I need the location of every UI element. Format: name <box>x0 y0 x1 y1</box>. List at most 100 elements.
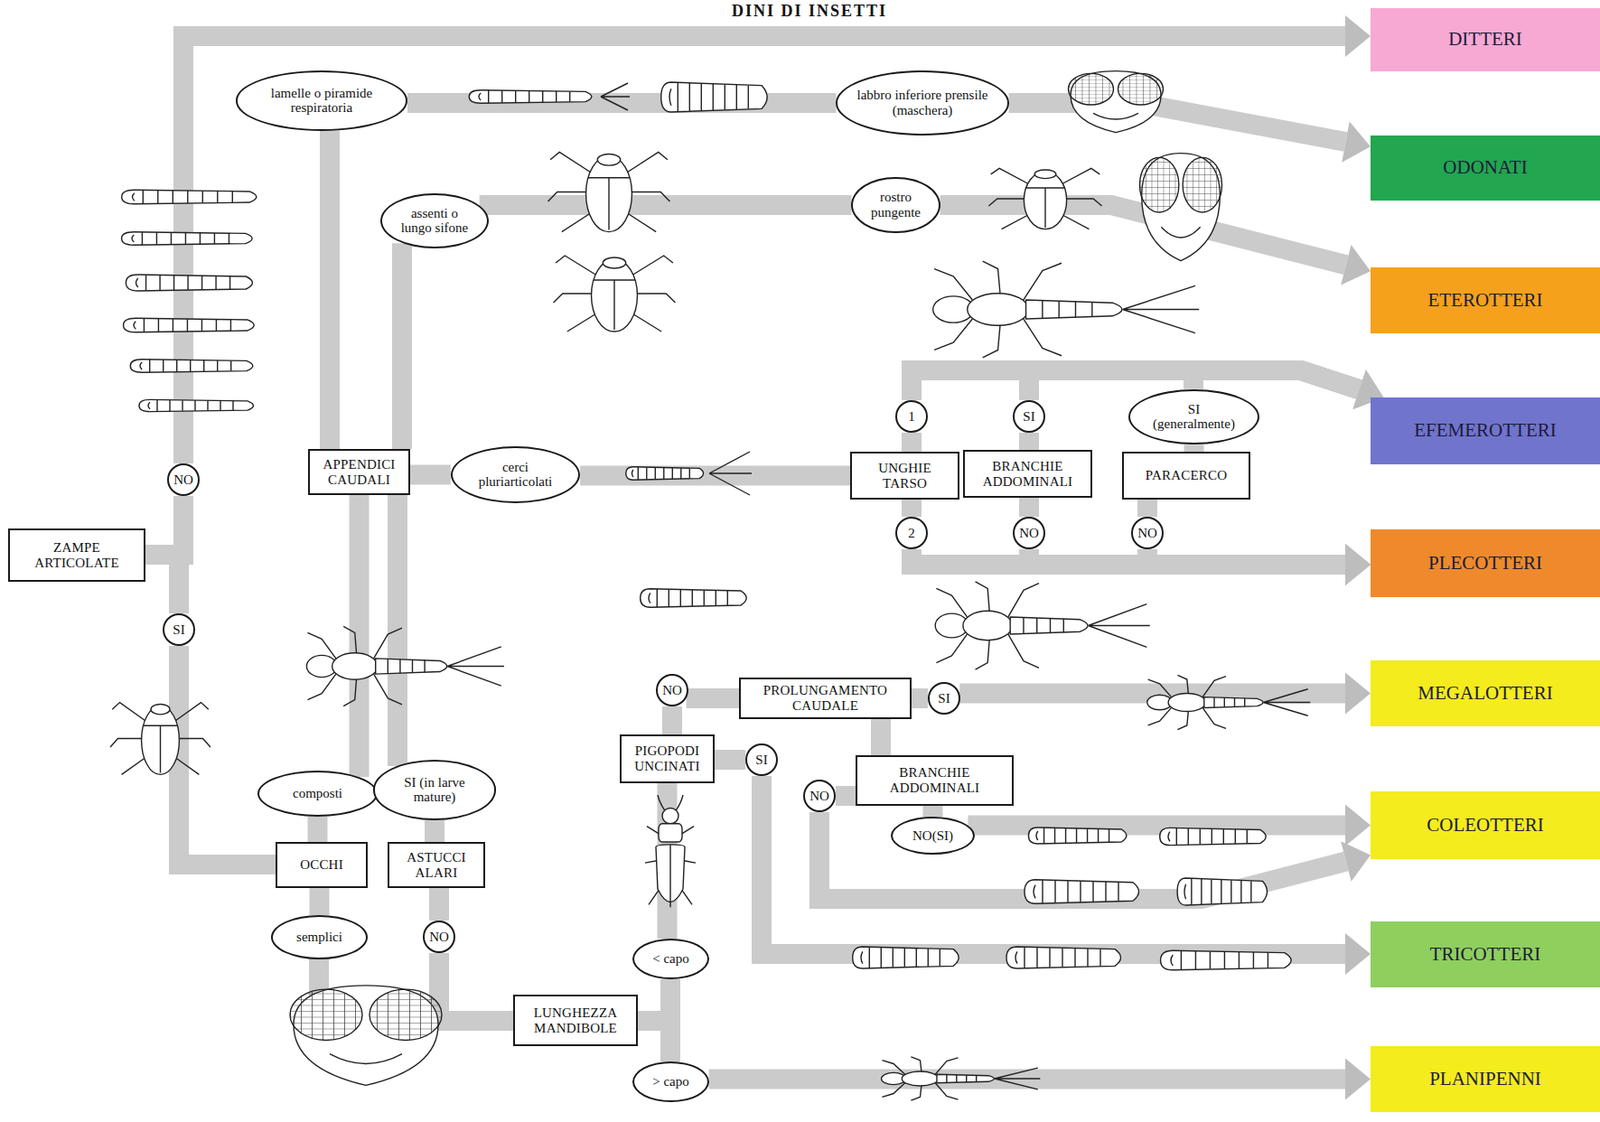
text-block: assenti o lungo sifone <box>393 205 475 237</box>
option-oval: > capo <box>632 1061 710 1103</box>
node-text: TRICOTTERI <box>1430 944 1541 966</box>
odonate-abdomen <box>661 82 768 113</box>
beetle-larva <box>1177 878 1267 906</box>
bug-head <box>988 168 1102 229</box>
cerci-abdomen <box>626 467 704 480</box>
lamellae-larva <box>468 90 592 103</box>
order-label: PLANIPENNI <box>1370 1046 1600 1113</box>
flow-band <box>911 698 928 700</box>
beetle <box>645 795 696 908</box>
flow-band <box>967 804 1371 847</box>
node-text: > capo <box>652 1074 690 1090</box>
node-text: SI <box>755 752 768 768</box>
flow-band <box>835 795 856 797</box>
flow-band-line <box>662 706 683 735</box>
node-text: semplici <box>296 929 343 946</box>
text-block: TRICOTTERI <box>1430 944 1541 966</box>
mandible-head <box>290 985 442 1086</box>
node-text: lamelle o piramide respiratoria <box>255 85 388 117</box>
flow-band-line <box>967 815 1346 836</box>
option-oval: cerci pluriarticolati <box>450 446 581 504</box>
text-block: BRANCHIE ADDOMINALI <box>861 765 1008 796</box>
text-block: PIGOPODI UNCINATI <box>626 743 709 775</box>
flow-band-line <box>410 464 451 485</box>
text-block: OCCHI <box>299 857 344 873</box>
flow-band-line <box>308 816 328 843</box>
order-label: DITTERI <box>1370 8 1600 72</box>
flow-band <box>439 953 514 1021</box>
lamellae <box>600 83 630 111</box>
arrow-head <box>1345 673 1371 715</box>
text-block: NO <box>173 472 194 488</box>
node-text: 2 <box>907 525 916 542</box>
text-block: SI <box>937 691 950 707</box>
order-label: ETEROTTERI <box>1370 267 1600 334</box>
flow-band-line <box>349 495 370 777</box>
flow-band <box>1029 543 1371 586</box>
node-text: PLECOTTERI <box>1428 552 1543 575</box>
text-block: labbro inferiore prensile (maschera) <box>853 87 991 119</box>
node-text: assenti o lungo sifone <box>393 205 475 237</box>
flow-band-line <box>714 749 746 770</box>
flow-band <box>686 698 740 700</box>
question-box: LUNGHEZZA MANDIBOLE <box>513 994 638 1047</box>
text-block: NO(SI) <box>912 828 954 844</box>
text-block: MEGALOTTERI <box>1417 683 1553 705</box>
mayfly-nymph <box>933 261 1200 358</box>
node-text: SI <box>1022 409 1035 425</box>
arrow-head <box>1340 841 1371 882</box>
order-label: EFEMEROTTERI <box>1370 397 1600 465</box>
arrow-head <box>1345 1058 1371 1101</box>
node-text: MEGALOTTERI <box>1417 683 1553 705</box>
flow-band <box>183 15 1371 464</box>
node-text: APPENDICI CAUDALI <box>314 457 404 488</box>
node-text: PARACERCO <box>1145 467 1227 484</box>
node-text: EFEMEROTTERI <box>1413 420 1557 442</box>
node-text: SI <box>172 622 185 638</box>
node-text: NO(SI) <box>912 828 954 844</box>
flow-band-line <box>145 554 179 614</box>
node-text: PLANIPENNI <box>1429 1068 1542 1091</box>
flow-band-line <box>178 645 276 865</box>
flow-band-line <box>911 370 1360 401</box>
text-block: LUNGHEZZA MANDIBOLE <box>519 1005 632 1037</box>
text-block: ETEROTTERI <box>1427 290 1543 312</box>
flow-band <box>433 820 435 843</box>
flow-band <box>1147 543 1371 586</box>
option-oval: SI (generalmente) <box>1128 389 1260 446</box>
arrow-head <box>1345 543 1371 586</box>
question-box: ZAMPE ARTICOLATE <box>8 528 146 582</box>
option-oval: semplici <box>271 915 368 960</box>
flow-band <box>911 499 913 517</box>
text-block: composti <box>292 785 343 802</box>
flow-band <box>932 805 934 817</box>
answer-circle: NO <box>1131 516 1164 550</box>
question-box: PROLUNGAMENTO CAUDALE <box>739 677 912 720</box>
flow-band <box>439 888 440 921</box>
answer-circle: 1 <box>895 400 928 433</box>
bug-face <box>1140 153 1223 262</box>
diptera-larva <box>121 189 257 205</box>
mask-head <box>1068 71 1164 133</box>
text-block: DITTERI <box>1448 28 1523 51</box>
flow-band-line <box>392 243 412 450</box>
arrow-head <box>1345 15 1371 57</box>
flow-band-line <box>424 820 445 843</box>
node-text: rostro pungente <box>862 189 929 221</box>
flow-band-line <box>1137 499 1158 517</box>
flow-band-line <box>1183 444 1204 452</box>
arrow-head <box>1345 933 1371 975</box>
text-block: SI (generalmente) <box>1145 402 1244 433</box>
node-text: NO <box>429 929 450 946</box>
question-box: BRANCHIE ADDOMINALI <box>855 755 1014 806</box>
cerci <box>709 451 752 496</box>
flow-band-line <box>580 466 851 487</box>
diptera-larva <box>123 318 255 333</box>
flow-band-line <box>1029 549 1346 565</box>
node-text: COLEOTTERI <box>1426 814 1544 837</box>
flow-band <box>1029 497 1030 517</box>
node-text: PROLUNGAMENTO CAUDALE <box>745 683 906 714</box>
text-block: 2 <box>907 525 916 542</box>
